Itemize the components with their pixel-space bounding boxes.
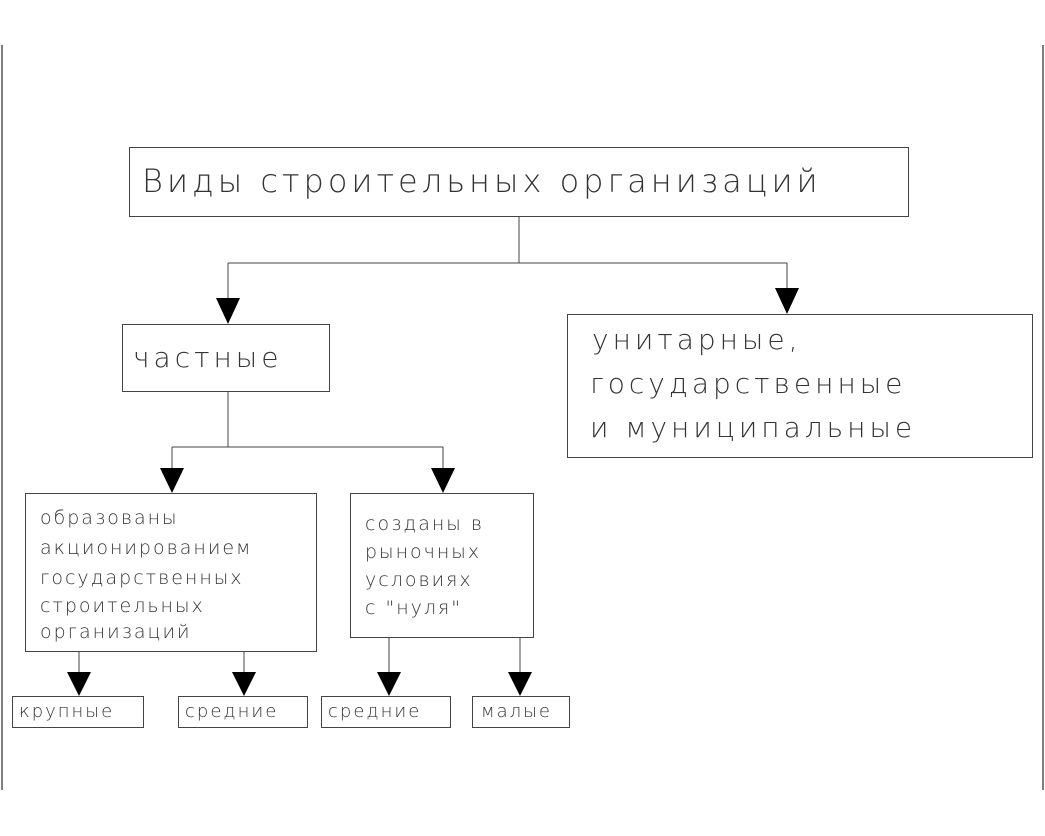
created-line-3: условиях: [365, 569, 473, 591]
formed-line-5: организаций: [40, 621, 192, 643]
arrow-to-large-1: [67, 672, 91, 696]
size-box-small-2: малые: [472, 696, 570, 728]
diagram-title: Виды строительных организаций: [142, 162, 822, 200]
arrow-to-state: [775, 288, 799, 314]
size-box-medium-2: средние: [321, 696, 451, 728]
created-line-4: с "нуля": [365, 597, 463, 619]
arrow-to-small-2: [508, 672, 532, 696]
state-box: унитарные, государственные и муниципальн…: [567, 314, 1033, 458]
created-box: созданы в рыночных условиях с "нуля": [350, 493, 534, 638]
arrow-to-created: [431, 468, 455, 493]
private-box: частные: [122, 324, 330, 392]
formed-line-3: государственных: [40, 567, 244, 589]
formed-box: образованы акционированием государственн…: [25, 493, 317, 652]
size-box-large-1: крупные: [12, 696, 144, 728]
size-label-medium-1: средние: [185, 701, 279, 722]
size-label-medium-2: средние: [328, 701, 422, 722]
arrow-to-formed: [160, 468, 184, 493]
arrow-to-medium-2: [377, 672, 401, 696]
size-box-medium-1: средние: [178, 696, 308, 728]
state-line-3: и муниципальные: [590, 411, 917, 444]
size-label-small-2: малые: [481, 701, 552, 722]
formed-line-1: образованы: [40, 507, 179, 529]
created-line-1: созданы в: [365, 513, 484, 535]
arrow-to-medium-1: [232, 672, 256, 696]
size-label-large-1: крупные: [19, 701, 115, 722]
private-label: частные: [133, 341, 283, 374]
state-line-1: унитарные,: [592, 323, 802, 356]
created-line-2: рыночных: [365, 541, 482, 563]
arrow-to-private: [216, 298, 240, 324]
formed-line-4: строительных: [40, 595, 205, 617]
state-line-2: государственные: [590, 367, 907, 400]
formed-line-2: акционированием: [40, 537, 253, 559]
title-box: Виды строительных организаций: [129, 147, 909, 217]
